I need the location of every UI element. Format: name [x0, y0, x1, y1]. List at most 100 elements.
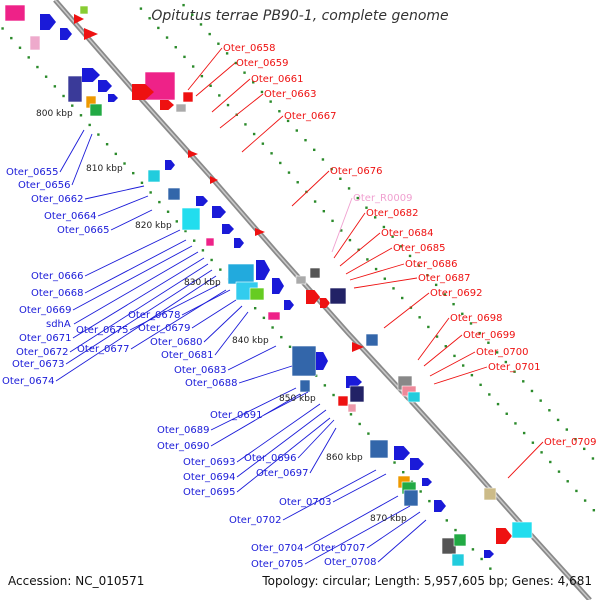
track-dot	[409, 306, 413, 309]
track-dot	[575, 489, 578, 493]
leader-line	[297, 419, 335, 459]
track-dot	[88, 123, 91, 127]
gene-label-left[interactable]: Oter_0680	[150, 337, 203, 348]
gene-label-right[interactable]: Oter_0686	[405, 259, 458, 270]
track-dot	[157, 26, 160, 30]
gene-label-left[interactable]: Oter_0696	[244, 453, 297, 464]
gene-label-left[interactable]: Oter_0702	[229, 515, 282, 526]
gene-label-left[interactable]: Oter_0690	[157, 441, 210, 452]
gene-arrow	[234, 238, 244, 248]
leader-line	[291, 170, 330, 207]
gene-label-right[interactable]: Oter_0698	[450, 313, 503, 324]
gene-label-right[interactable]: Oter_0667	[284, 111, 337, 122]
track-dot	[253, 307, 257, 310]
gene-label-left[interactable]: sdhA	[46, 319, 71, 330]
gene-box	[453, 533, 467, 547]
gene-label-left[interactable]: Oter_0681	[161, 350, 214, 361]
track-dot	[358, 422, 361, 426]
gene-label-left[interactable]: Oter_0669	[19, 305, 72, 316]
track-dot	[149, 191, 152, 194]
gene-label-left[interactable]: Oter_0703	[279, 497, 332, 508]
gene-label-right[interactable]: Oter_0685	[393, 243, 446, 254]
leader-line	[181, 289, 231, 316]
track-dot	[530, 389, 534, 393]
gene-label-left[interactable]: Oter_0656	[18, 180, 71, 191]
right-gene-labels: Oter_0658 Oter_0659 Oter_0661 Oter_0663 …	[223, 43, 597, 448]
gene-label-left[interactable]: Oter_0662	[31, 194, 84, 205]
kbp-tick-label: 870 kbp	[370, 514, 407, 524]
gene-label-right[interactable]: Oter_0687	[418, 273, 471, 284]
kbp-tick-label: 810 kbp	[86, 164, 123, 174]
track-dot	[165, 36, 169, 39]
gene-label-left[interactable]: Oter_0689	[157, 425, 210, 436]
gene-label-left[interactable]: Oter_0673	[12, 359, 65, 370]
leader-line	[263, 391, 309, 416]
track-dot	[583, 499, 587, 502]
gene-label-left[interactable]: Oter_0677	[77, 344, 130, 355]
gene-label-right[interactable]: Oter_0701	[488, 362, 541, 373]
gene-label-left[interactable]: Oter_0705	[251, 559, 304, 570]
gene-label-left[interactable]: Oter_0691	[210, 410, 263, 421]
gene-label-left[interactable]: Oter_0675	[76, 325, 129, 336]
leader-line	[332, 473, 387, 503]
gene-label-left[interactable]: Oter_0655	[6, 167, 59, 178]
gene-label-left[interactable]: Oter_0679	[138, 323, 191, 334]
track-dot	[419, 490, 422, 493]
gene-label-left[interactable]: Oter_0697	[256, 468, 309, 479]
gene-label-right[interactable]: Oter_0659	[236, 58, 289, 69]
gene-label-left[interactable]: Oter_0674	[2, 376, 55, 387]
track-dot	[36, 65, 39, 69]
gene-label-right[interactable]: Oter_R0009	[353, 193, 412, 204]
track-dot	[391, 235, 394, 238]
track-dot	[470, 373, 474, 377]
gene-label-left[interactable]: Oter_0694	[183, 472, 236, 483]
leader-line	[377, 519, 427, 563]
gene-label-left[interactable]: Oter_0668	[31, 288, 84, 299]
gene-box	[337, 395, 349, 407]
gene-label-right[interactable]: Oter_0699	[463, 330, 516, 341]
gene-label-right[interactable]: Oter_0709	[544, 437, 597, 448]
gene-label-right[interactable]: Oter_0692	[430, 288, 483, 299]
gene-label-left[interactable]: Oter_0666	[31, 271, 84, 282]
gene-label-left[interactable]: Oter_0678	[128, 310, 181, 321]
gene-label-left[interactable]: Oter_0708	[324, 557, 377, 568]
gene-label-left[interactable]: Oter_0693	[183, 457, 236, 468]
gene-label-left[interactable]: Oter_0707	[313, 543, 366, 554]
gene-label-right[interactable]: Oter_0676	[330, 166, 383, 177]
gene-label-right[interactable]: Oter_0663	[264, 89, 317, 100]
gene-label-left[interactable]: Oter_0671	[19, 333, 72, 344]
gene-triangle	[188, 150, 198, 158]
genome-backbone-highlight	[54, 0, 591, 600]
kbp-tick-label: 820 kbp	[135, 221, 172, 231]
gene-label-left[interactable]: Oter_0683	[174, 365, 227, 376]
leader-line	[84, 239, 187, 294]
gene-label-left[interactable]: Oter_0664	[44, 211, 97, 222]
leader-line	[345, 247, 393, 275]
genome-summary-text: Topology: circular; Length: 5,957,605 bp…	[262, 574, 592, 588]
gene-label-right[interactable]: Oter_0684	[381, 228, 434, 239]
gene-label-right[interactable]: Oter_0658	[223, 43, 276, 54]
track-dot	[270, 152, 273, 155]
gene-triangle	[352, 342, 364, 352]
leader-line	[129, 283, 221, 331]
track-dot	[183, 55, 186, 59]
gene-arrow	[165, 160, 175, 170]
track-dot	[210, 258, 213, 262]
track-dot	[271, 326, 274, 329]
track-dot	[191, 13, 194, 16]
gene-label-left[interactable]: Oter_0695	[183, 487, 236, 498]
gene-label-left[interactable]: Oter_0672	[16, 347, 69, 358]
track-dot	[199, 23, 203, 26]
gene-label-left[interactable]: Oter_0688	[185, 378, 238, 389]
gene-label-left[interactable]: Oter_0665	[57, 225, 110, 236]
track-dot	[557, 470, 561, 473]
track-dot	[504, 360, 508, 364]
track-dot	[262, 316, 266, 320]
track-dot	[471, 548, 475, 551]
gene-label-left[interactable]: Oter_0704	[251, 543, 304, 554]
gene-label-right[interactable]: Oter_0682	[366, 208, 419, 219]
gene-box	[483, 487, 497, 501]
gene-label-right[interactable]: Oter_0700	[476, 347, 529, 358]
track-dot	[1, 27, 4, 30]
gene-label-right[interactable]: Oter_0661	[251, 74, 304, 85]
